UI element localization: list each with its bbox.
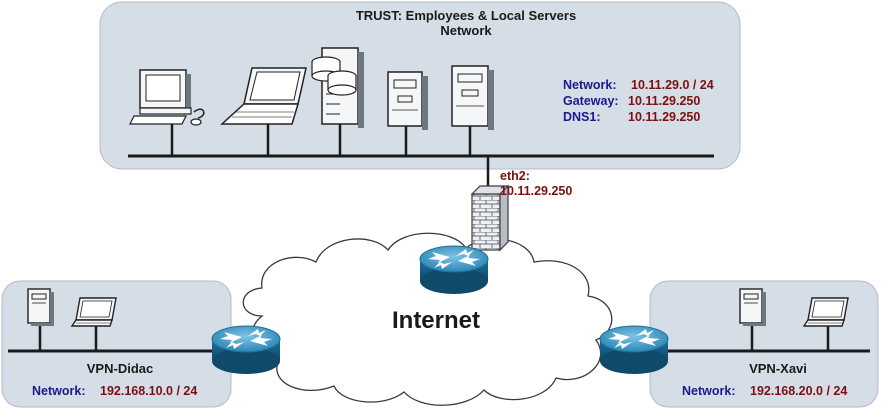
vpn-didac-network-label: Network:	[32, 384, 85, 398]
vpn-xavi-network-value: 192.168.20.0 / 24	[750, 384, 847, 398]
laptop-icon	[71, 297, 117, 327]
server-icon	[387, 71, 428, 130]
firewall-icon	[470, 184, 510, 252]
workstation-icon	[129, 69, 205, 126]
vpn-xavi-network-label: Network:	[682, 384, 735, 398]
trust-gateway-value: 10.11.29.250	[628, 94, 700, 108]
firewall-iface-label: eth2:	[500, 169, 530, 183]
trust-network-label: Network:	[563, 78, 616, 92]
router-icon	[599, 325, 669, 375]
database-server-icon	[311, 47, 364, 128]
router-icon	[211, 325, 281, 375]
trust-title-line2: Network	[440, 23, 492, 38]
trust-gateway-label: Gateway:	[563, 94, 619, 108]
trust-dns-label: DNS1:	[563, 110, 601, 124]
internet-cloud-icon	[242, 232, 613, 406]
internet-label: Internet	[392, 307, 480, 334]
router-icon	[419, 245, 489, 295]
laptop-icon	[220, 67, 307, 125]
trust-network-value: 10.11.29.0 / 24	[631, 78, 714, 92]
server-icon	[451, 65, 494, 130]
vpn-didac-network-value: 192.168.10.0 / 24	[100, 384, 197, 398]
laptop-icon	[803, 297, 849, 327]
vpn-xavi-title: VPN-Xavi	[749, 361, 807, 376]
server-icon	[27, 288, 55, 327]
server-icon	[739, 288, 767, 327]
trust-dns-value: 10.11.29.250	[628, 110, 700, 124]
vpn-didac-title: VPN-Didac	[87, 361, 153, 376]
trust-title-line1: TRUST: Employees & Local Servers	[356, 8, 576, 23]
firewall-iface-value: 10.11.29.250	[500, 184, 572, 198]
